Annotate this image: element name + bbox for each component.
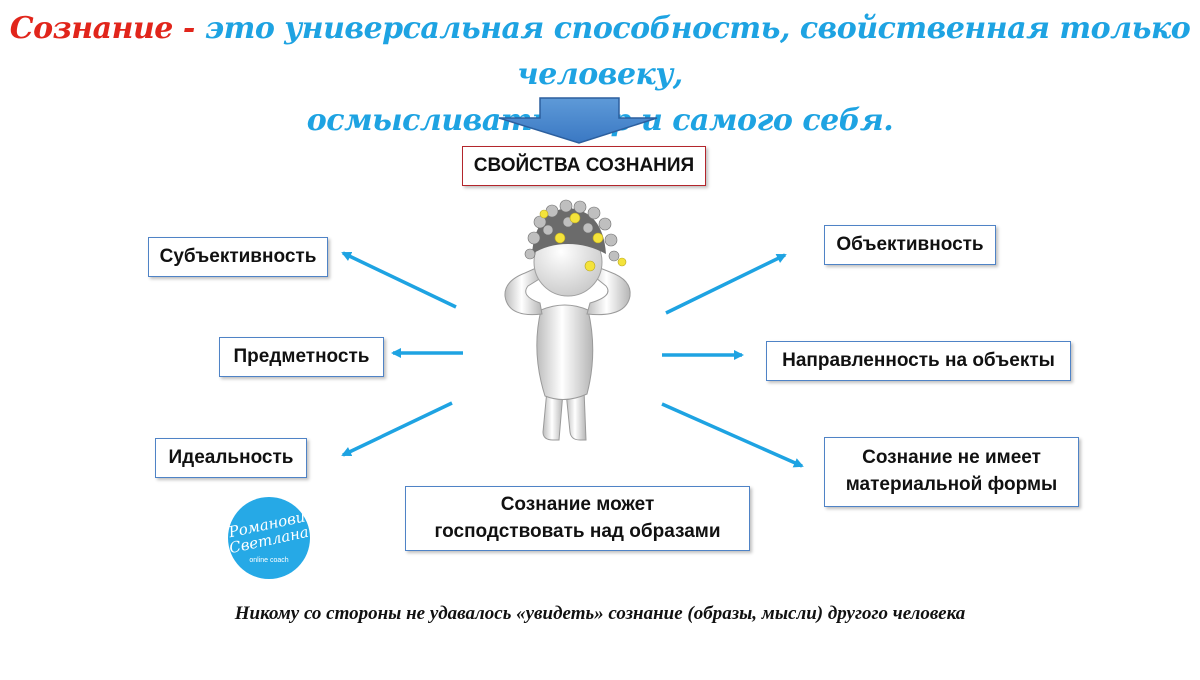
author-logo: Романович Светлана online coach (227, 497, 316, 579)
property-objectivity-label: Объективность (836, 233, 984, 255)
thinking-person-illustration (504, 199, 631, 441)
property-objectness-label: Предметность (233, 345, 370, 367)
property-subjectivity: Субъективность (148, 237, 328, 277)
title-term: Сознание (9, 11, 174, 46)
title-dash: - (182, 11, 195, 46)
footer-note: Никому со стороны не удавалось «увидеть»… (234, 603, 966, 624)
arrow-to-ideality (341, 401, 453, 457)
logo-line3: online coach (249, 557, 289, 564)
arrow-to-no-material-form (661, 402, 804, 468)
property-ideality: Идеальность (155, 438, 307, 478)
property-no-material-form: Сознание не имеет материальной формы (824, 437, 1079, 507)
property-objectivity: Объективность (824, 225, 996, 265)
arrow-to-subjectivity (341, 251, 457, 309)
property-ideality-label: Идеальность (168, 446, 294, 468)
property-dominate-images-label: Сознание может господствовать над образа… (434, 493, 721, 542)
down-block-arrow-icon (498, 97, 658, 144)
arrow-to-objectivity (665, 253, 787, 315)
property-dominate-images: Сознание может господствовать над образа… (405, 486, 750, 551)
property-directedness: Направленность на объекты (766, 341, 1071, 381)
properties-header: СВОЙСТВА СОЗНАНИЯ (462, 146, 706, 186)
title-definition-line1: это универсальная способность, свойствен… (204, 11, 1191, 92)
properties-header-label: СВОЙСТВА СОЗНАНИЯ (473, 154, 695, 176)
property-directedness-label: Направленность на объекты (782, 349, 1055, 371)
property-no-material-form-label: Сознание не имеет материальной формы (845, 447, 1058, 495)
property-objectness: Предметность (219, 337, 384, 377)
property-subjectivity-label: Субъективность (159, 245, 317, 267)
